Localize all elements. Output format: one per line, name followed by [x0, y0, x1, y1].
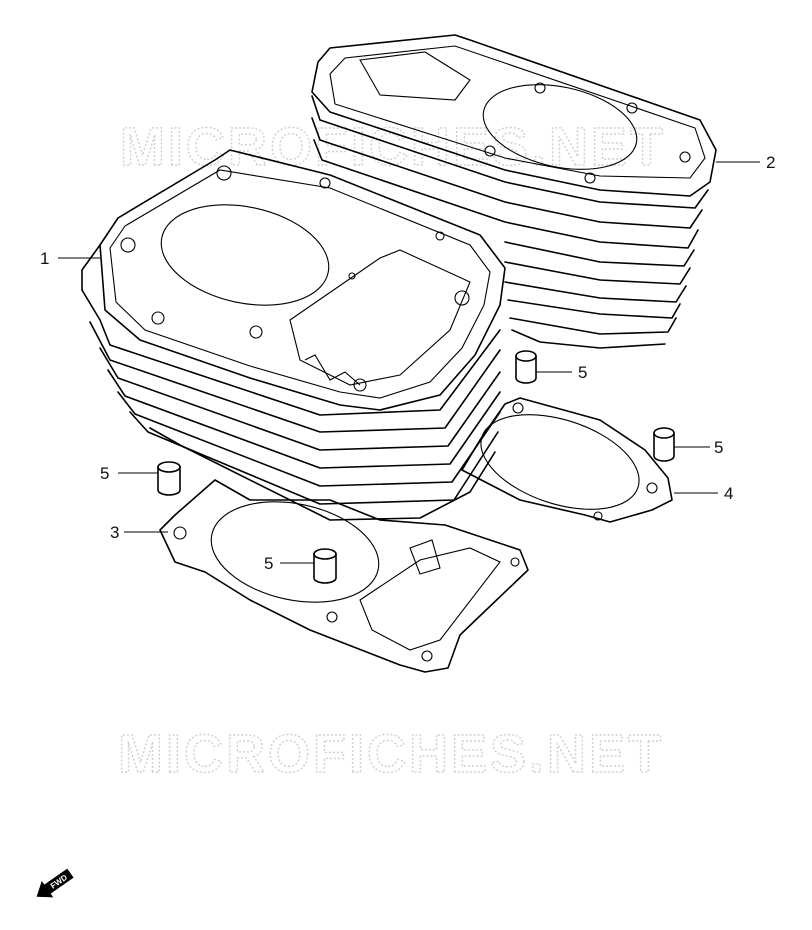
front-gasket-part-3[interactable] — [159, 479, 529, 673]
rear-cylinder-part-2[interactable] — [311, 34, 717, 349]
callout-5a: 5 — [578, 363, 587, 382]
fwd-arrow-icon: FWD — [36, 868, 74, 898]
dowel-pin-5a[interactable] — [515, 350, 537, 384]
callout-5d: 5 — [264, 554, 273, 573]
dowel-pin-5d[interactable] — [313, 548, 337, 584]
callout-1: 1 — [40, 249, 49, 268]
callout-5c: 5 — [100, 464, 109, 483]
rear-gasket-part-4[interactable] — [461, 397, 673, 528]
callout-4: 4 — [724, 484, 733, 503]
watermark-bottom: MICROFICHES.NET — [118, 724, 664, 784]
watermark-top: MICROFICHES.NET — [120, 117, 666, 177]
front-cylinder-part-1[interactable] — [81, 149, 506, 521]
callout-5b: 5 — [714, 438, 723, 457]
callout-3: 3 — [110, 523, 119, 542]
dowel-pin-5b[interactable] — [653, 427, 675, 462]
callout-2: 2 — [766, 153, 775, 172]
dowel-pin-5c[interactable] — [157, 461, 181, 496]
